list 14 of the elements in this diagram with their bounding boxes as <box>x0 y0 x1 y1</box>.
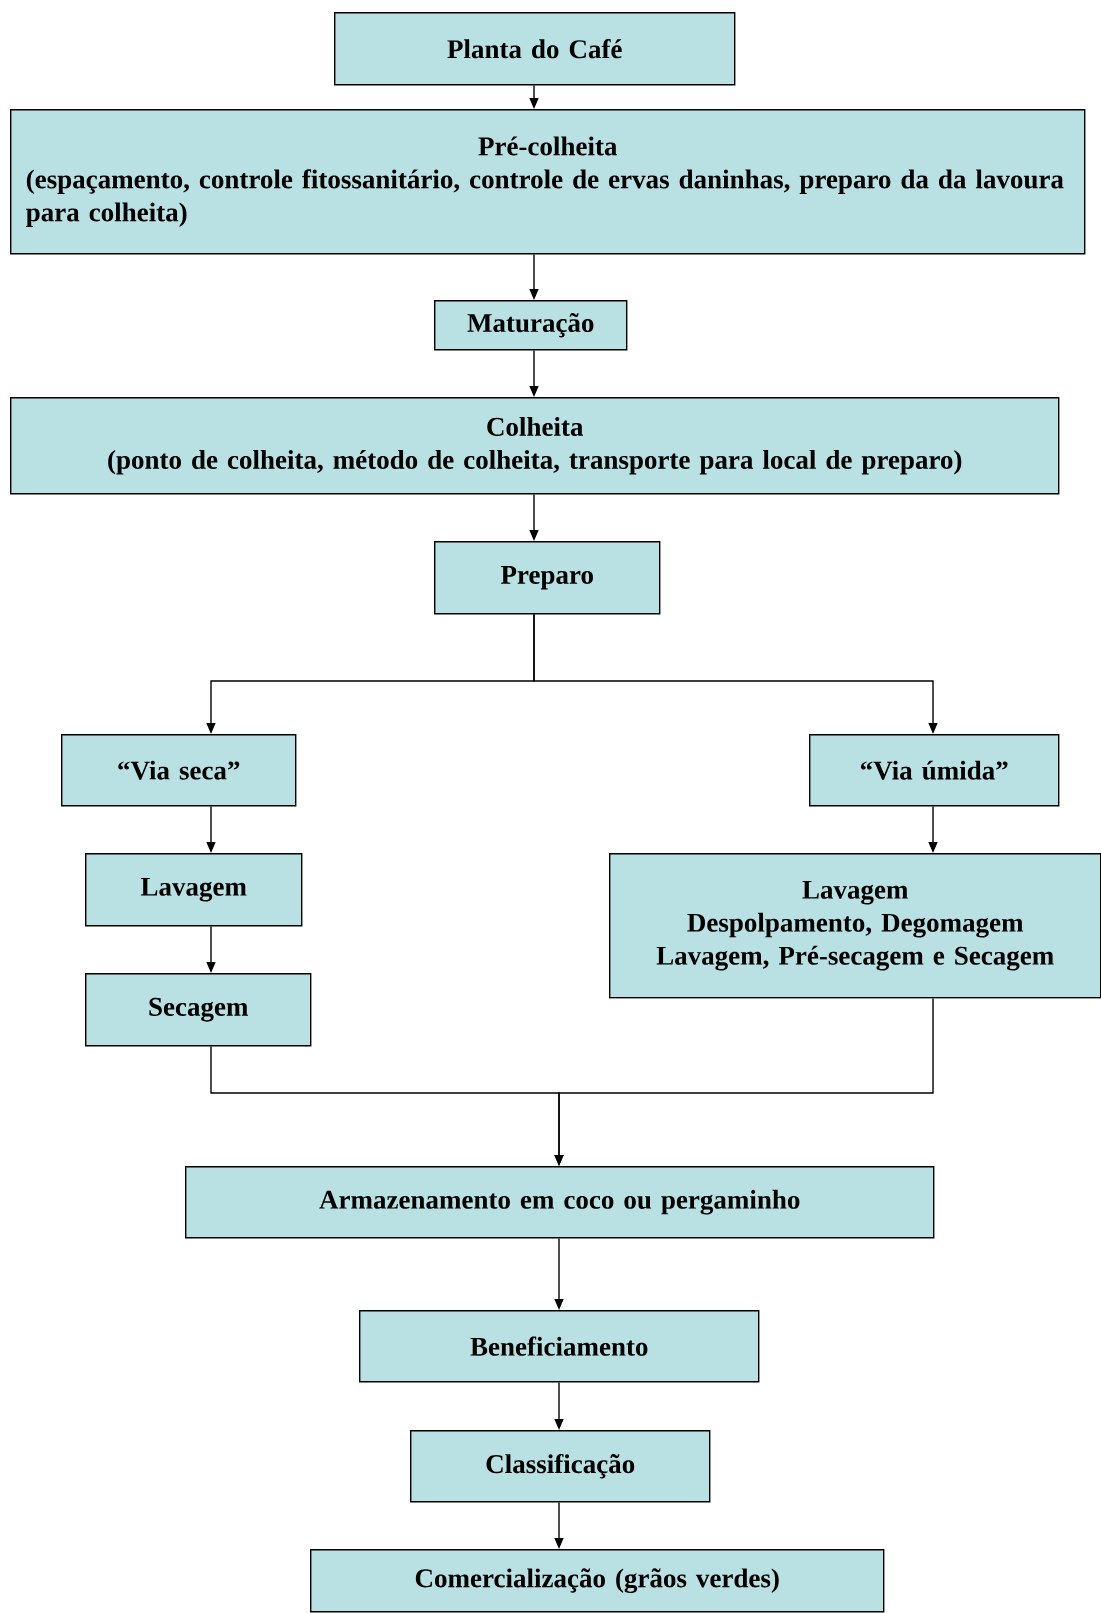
process-box: Lavagem Despolpamento, Degomagem Lavagem, Pré-secagem e Secagem <box>609 853 1101 999</box>
process-box: Pré-colheita (espaçamento, controle fitossanitário, controle de ervas daninhas, preparo da da lavoura para colheita) <box>10 109 1086 255</box>
process-box: Colheita (ponto de colheita, método de colheita, transporte para local de preparo) <box>10 397 1060 495</box>
process-box: Comercialização (grãos verdes) <box>310 1549 885 1613</box>
process-box: Lavagem <box>85 853 303 927</box>
process-box: Classificação <box>410 1430 711 1503</box>
process-box: Planta do Café <box>334 12 736 86</box>
process-box: Armazenamento em coco ou pergaminho <box>185 1166 935 1239</box>
process-box: Maturação <box>434 300 628 351</box>
process-box: “Via úmida” <box>809 734 1060 807</box>
process-box: Preparo <box>434 541 661 615</box>
process-box: Beneficiamento <box>359 1310 760 1383</box>
process-box: “Via seca” <box>61 734 297 807</box>
process-box: Secagem <box>85 973 312 1047</box>
